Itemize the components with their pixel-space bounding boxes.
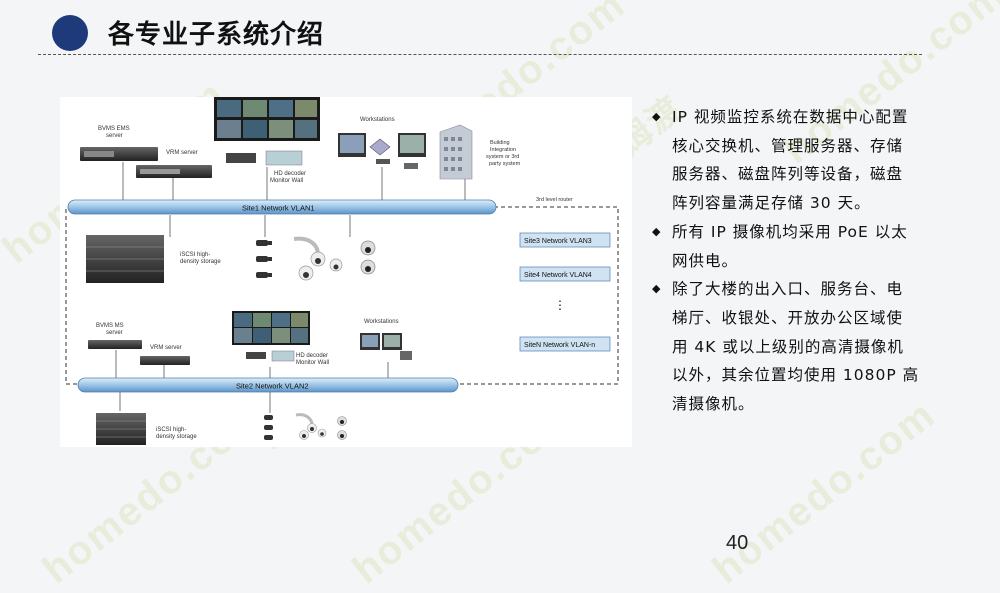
bullet-line: 除了大楼的出入口、服务台、电	[672, 280, 904, 299]
hd-decoder-label-2b: Monitor Wall	[296, 360, 329, 366]
title-bullet-dot	[52, 15, 88, 51]
vlan1-pipe	[67, 199, 497, 215]
building-label-1: Building	[490, 140, 510, 146]
site1-drop-lines	[122, 162, 466, 237]
bullet-item: ◆ 所有 IP 摄像机均采用 PoE 以太 网供电。	[652, 218, 952, 275]
bullet-line: IP 视频监控系统在数据中心配置	[672, 108, 909, 126]
siten-box	[519, 336, 611, 352]
bullet-marker: ◆	[652, 282, 662, 296]
hd-decoder-label-1b: Monitor Wall	[270, 178, 303, 184]
hd-decoder-1	[226, 153, 256, 163]
ems-server	[80, 147, 158, 161]
site3-box	[519, 232, 611, 248]
monitor-wall-1	[214, 97, 320, 141]
vrm-server-label: VRM server	[166, 150, 198, 156]
vrm-server-bay	[140, 169, 180, 174]
dashed-link-left	[65, 209, 78, 385]
workstations-2	[360, 333, 412, 360]
ems-server-bay	[84, 151, 114, 157]
bullet-item: ◆ 除了大楼的出入口、服务台、电 梯厅、收银处、开放办公区域使 用 4K 或以上…	[652, 275, 952, 419]
workstations-1	[338, 133, 426, 169]
bullet-cameras-2	[264, 415, 273, 440]
ptz-cameras-2	[295, 413, 347, 440]
bullet-marker: ◆	[652, 110, 662, 123]
workstations-label-1: Workstations	[360, 117, 395, 123]
building-label-2: Integration	[490, 147, 516, 153]
network-diagram: Site1 Network VLAN1 3rd level router BVM…	[60, 97, 632, 447]
bullet-line: 阵列容量满足存储 30 天。	[672, 194, 871, 213]
watermark-text: homedo.com	[704, 391, 944, 593]
ms-server-label-2: server	[106, 330, 123, 336]
page-number: 40	[726, 532, 749, 554]
bullet-line: 服务器、磁盘阵列等设备，磁盘	[672, 165, 904, 184]
bullet-line: 网供电。	[672, 251, 739, 270]
vlan1-label: Site1 Network VLAN1	[242, 204, 315, 213]
page-title: 各专业子系统介绍	[108, 20, 325, 50]
hd-decoder-2	[246, 352, 266, 359]
building-label-3: system or 3rd	[486, 154, 519, 160]
site2-drop-lines	[115, 350, 389, 413]
workstations-label-2: Workstations	[364, 319, 399, 325]
ms-server-label: BVMS MS	[96, 323, 124, 329]
vrm-server-2	[140, 356, 190, 365]
iscsi-label-1b: density storage	[180, 259, 221, 265]
bullet-marker: ◆	[652, 224, 662, 238]
hd-decoder-box-2	[271, 350, 295, 362]
iscsi-label-2: iSCSI high-	[156, 427, 186, 433]
bullet-line: 用 4K 或以上级别的高清摄像机	[672, 337, 904, 356]
hd-decoder-label-1: HD decoder	[274, 171, 306, 177]
building-label-4: party system	[489, 161, 521, 167]
bullet-list: ◆ IP 视频监控系统在数据中心配置 核心交换机、管理服务器、存储 服务器、磁盘…	[652, 103, 952, 419]
ms-server	[88, 340, 142, 349]
bullet-line: 核心交换机、管理服务器、存储	[672, 136, 904, 155]
iscsi-storage-1	[86, 235, 164, 283]
site3-label: Site3 Network VLAN3	[524, 238, 592, 245]
hd-decoder-box-1	[265, 150, 303, 166]
bullet-line: 以外，其余位置均使用 1080P 高	[672, 366, 920, 385]
dashed-link-right	[458, 206, 619, 385]
building-icon	[439, 124, 473, 180]
iscsi-storage-2	[96, 413, 146, 445]
site4-label: Site4 Network VLAN4	[524, 272, 592, 279]
title-divider	[38, 54, 922, 55]
hd-decoder-label-2: HD decoder	[296, 353, 328, 359]
siten-label: SiteN Network VLAN-n	[524, 342, 595, 349]
site-ellipsis: ⋮	[554, 298, 566, 312]
monitor-wall-2	[232, 311, 310, 345]
iscsi-label-2b: density storage	[156, 434, 197, 440]
bullet-cameras-1	[256, 240, 272, 278]
bullet-line: 所有 IP 摄像机均采用 PoE 以太	[672, 222, 908, 241]
vrm-server-label-2: VRM server	[150, 345, 182, 351]
ems-server-label: BVMS EMS	[98, 126, 130, 132]
vlan2-label: Site2 Network VLAN2	[236, 382, 309, 391]
router-label: 3rd level router	[536, 197, 573, 203]
iscsi-label-1: iSCSI high-	[180, 252, 210, 258]
bullet-line: 梯厅、收银处、开放办公区域使	[672, 308, 904, 327]
ptz-cameras-1	[293, 236, 376, 281]
ems-server-label-2: server	[106, 133, 123, 139]
bullet-item: ◆ IP 视频监控系统在数据中心配置 核心交换机、管理服务器、存储 服务器、磁盘…	[652, 103, 952, 218]
bullet-line: 清摄像机。	[672, 395, 755, 414]
network-diagram-svg: Site1 Network VLAN1 3rd level router BVM…	[65, 97, 619, 445]
site4-box	[519, 266, 611, 282]
vlan2-pipe	[77, 377, 459, 393]
